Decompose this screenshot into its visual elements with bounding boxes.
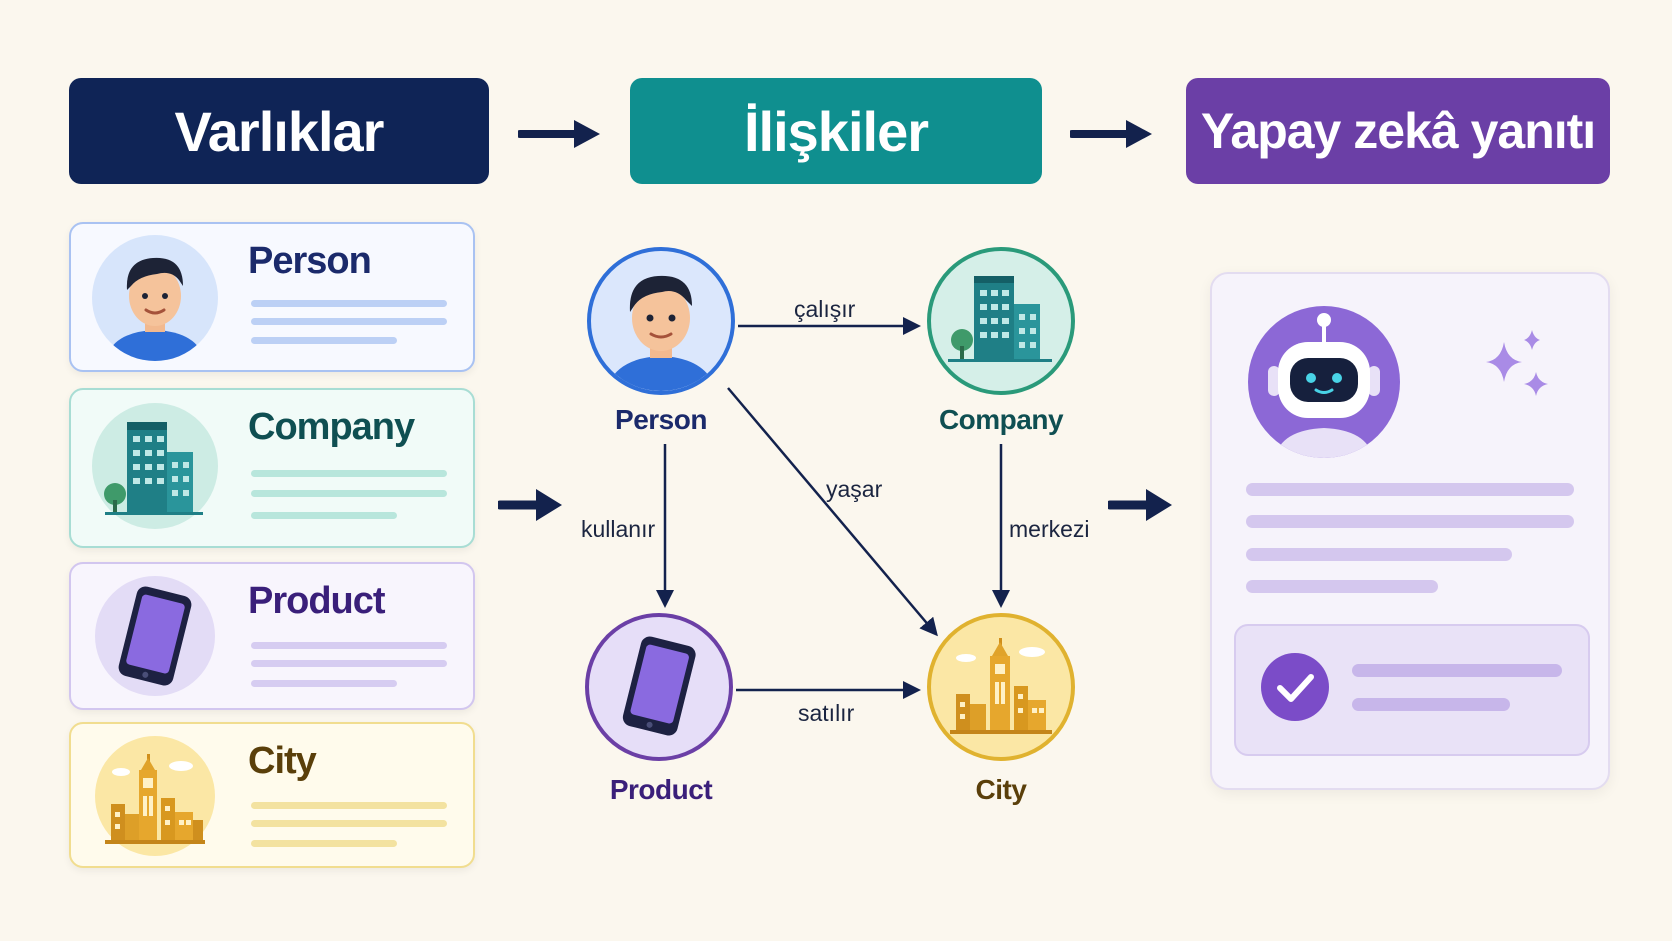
entity-card-company: Company (69, 388, 475, 548)
graph-node-label-city: City (975, 774, 1027, 805)
city-icon (95, 736, 215, 856)
edge-person-city (727, 387, 938, 637)
placeholder-line (251, 490, 447, 497)
placeholder-line (251, 318, 447, 325)
graph-node-label-product: Product (609, 774, 713, 805)
edge-label-calisir: çalışır (794, 296, 856, 322)
edge-label-satilir: satılır (798, 700, 855, 726)
ai-text-line (1246, 515, 1574, 528)
ai-text-line (1246, 548, 1512, 561)
graph-node-label-person: Person (615, 404, 707, 435)
placeholder-line (251, 337, 397, 344)
robot-icon (1248, 306, 1400, 458)
header-entities: Varlıklar (69, 78, 489, 184)
ai-text-line (1246, 483, 1574, 496)
check-icon (1261, 653, 1329, 721)
graph-node-city (927, 613, 1075, 761)
entity-card-city: City (69, 722, 475, 868)
placeholder-line (251, 802, 447, 809)
edge-label-merkezi: merkezi (1009, 516, 1090, 542)
entity-label-product: Product (248, 580, 386, 622)
entity-label-city: City (248, 740, 317, 782)
sparkle-icon (1486, 330, 1548, 396)
building-icon (92, 403, 218, 529)
edge-label-yasar: yaşar (826, 476, 883, 502)
graph-node-company (927, 247, 1075, 395)
ai-box-line (1352, 664, 1562, 677)
entity-label-person: Person (248, 240, 372, 282)
placeholder-line (251, 660, 447, 667)
ai-box-line (1352, 698, 1510, 711)
placeholder-line (251, 840, 397, 847)
placeholder-line (251, 680, 397, 687)
placeholder-line (251, 470, 447, 477)
person-icon (92, 235, 218, 361)
placeholder-line (251, 820, 447, 827)
flow-arrow-graph-to-ai (1108, 489, 1172, 521)
entity-label-company: Company (248, 406, 415, 448)
edge-label-kullanir: kullanır (581, 516, 656, 542)
entity-card-product: Product (69, 562, 475, 710)
placeholder-line (251, 512, 397, 519)
header-arrow-2 (1070, 120, 1152, 148)
header-relations: İlişkiler (630, 78, 1042, 184)
entity-card-person: Person (69, 222, 475, 372)
placeholder-line (251, 642, 447, 649)
header-ai-response: Yapay zekâ yanıtı (1186, 78, 1610, 184)
tablet-icon (95, 576, 215, 696)
flow-arrow-entities-to-graph (498, 489, 562, 521)
ai-text-line (1246, 580, 1438, 593)
header-arrow-1 (518, 120, 600, 148)
graph-node-person (587, 247, 735, 395)
graph-node-product (585, 613, 733, 761)
graph-node-label-company: Company (938, 404, 1064, 435)
placeholder-line (251, 300, 447, 307)
